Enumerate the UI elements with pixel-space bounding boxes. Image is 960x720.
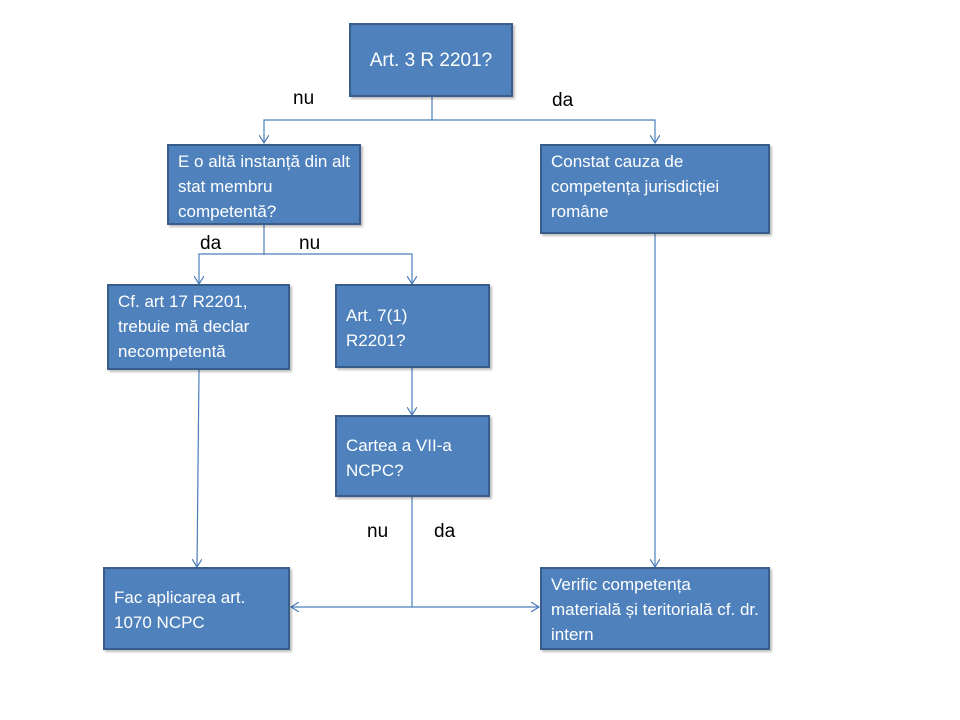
node-verify: Verific competența materială și teritori… (540, 567, 770, 650)
connector-other-no (264, 253, 412, 284)
connector-start-yes (432, 119, 655, 143)
node-apply1070: Fac aplicarea art. 1070 NCPC (103, 567, 290, 650)
edge-label-book7-yes: da (434, 521, 456, 542)
node-art17: Cf. art 17 R2201, trebuie mă declar neco… (107, 284, 290, 370)
edge-label-start-yes: da (552, 90, 574, 111)
node-romanian-jurisdiction: Constat cauza de competența jurisdicției… (540, 144, 770, 234)
connector-art17-apply (197, 369, 199, 567)
node-art7: Art. 7(1) R2201? (335, 284, 490, 368)
node-other-state: E o altă instanță din alt stat membru co… (167, 144, 361, 225)
connector-other-yes (199, 253, 264, 284)
edge-label-other-no: nu (299, 233, 321, 254)
edge-label-other-yes: da (200, 233, 222, 254)
connector-start-no (264, 119, 432, 143)
edge-label-start-no: nu (293, 88, 315, 109)
node-book7: Cartea a VII-a NCPC? (335, 415, 490, 497)
node-start: Art. 3 R 2201? (349, 23, 513, 97)
edge-label-book7-no: nu (367, 521, 389, 542)
